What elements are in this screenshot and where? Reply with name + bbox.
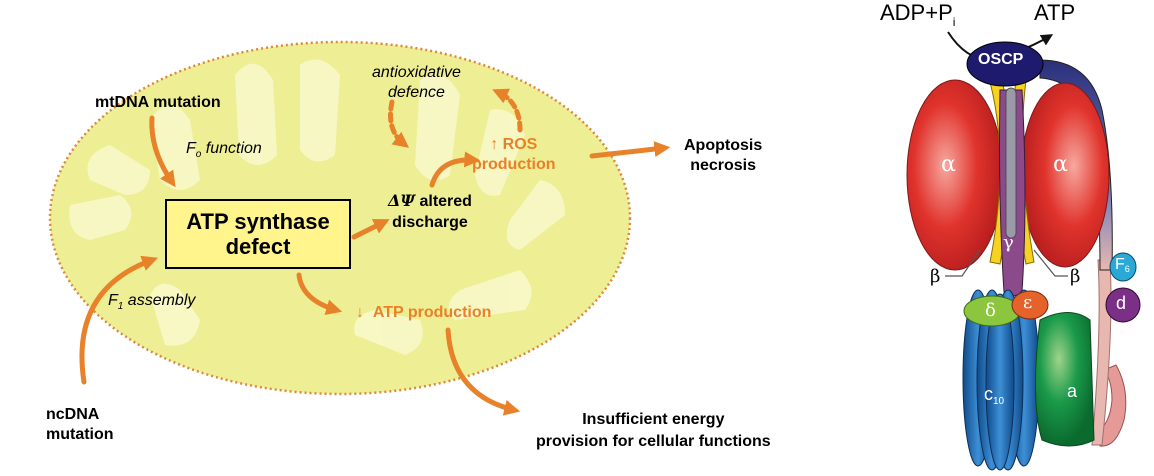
- subunit-c10-ring: [962, 289, 1040, 471]
- adp-pi-label: ADP+Pi: [880, 0, 956, 29]
- epsilon-label: ε: [1023, 292, 1033, 313]
- delta-label: δ: [985, 300, 996, 321]
- d-label: d: [1116, 293, 1127, 313]
- pathway-arrows: [79, 88, 671, 416]
- fo-function-label: Fo function: [186, 140, 262, 160]
- subunit-oscp: [966, 41, 1044, 87]
- subunit-a: [1034, 312, 1095, 447]
- alpha-left-label: α: [941, 152, 956, 177]
- atp-production-label: ↓ ATP production: [356, 304, 492, 321]
- subunit-f6: [1109, 252, 1137, 282]
- gamma-label: γ: [1003, 232, 1014, 253]
- alpha-right-label: α: [1053, 152, 1068, 177]
- mtdna-mutation-label: mtDNA mutation: [95, 94, 221, 111]
- subunit-d: [1105, 287, 1141, 323]
- atp-label: ATP: [1034, 0, 1076, 25]
- f1-assembly-label: F1 assembly: [108, 292, 196, 312]
- b-label: b: [1132, 381, 1143, 401]
- a-label: a: [1067, 381, 1078, 401]
- beta-left-label: β: [930, 266, 941, 287]
- beta-right-label: β: [1070, 266, 1081, 287]
- c10-label: c10: [984, 384, 1005, 407]
- defect-line-2: defect: [225, 234, 291, 259]
- defect-line-1: ATP synthase: [186, 209, 330, 234]
- atp-synthase-structure: [906, 31, 1141, 471]
- f6-label: F6: [1115, 256, 1130, 274]
- oscp-label: OSCP: [978, 51, 1024, 68]
- subunit-epsilon: [1011, 290, 1049, 320]
